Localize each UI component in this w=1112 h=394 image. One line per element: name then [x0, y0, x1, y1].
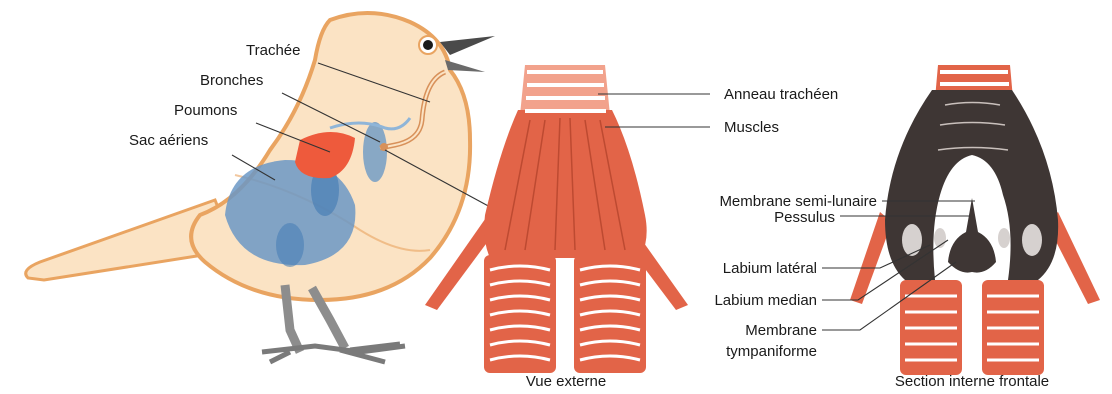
label-muscles: Muscles [724, 119, 779, 136]
label-poumons: Poumons [174, 102, 237, 119]
caption-section-interne: Section interne frontale [895, 373, 1049, 390]
label-labium-median: Labium median [714, 292, 817, 309]
bird-beak-upper [440, 36, 495, 55]
pessulus [948, 198, 996, 273]
bird-pupil [423, 40, 433, 50]
labium-median-right [998, 228, 1010, 248]
label-membrane-line1: Membrane [745, 322, 817, 339]
bird-foot [262, 344, 405, 362]
label-trachee: Trachée [246, 42, 300, 59]
bird-illustration [26, 13, 495, 362]
syrinx-internal-view [850, 65, 1100, 375]
label-labium-lateral: Labium latéral [723, 260, 817, 277]
air-sac-low [276, 223, 304, 267]
label-bronches: Bronches [200, 72, 263, 89]
label-membrane-semi-lunaire: Membrane semi-lunaire [719, 193, 877, 210]
label-sac-aeriens: Sac aériens [129, 132, 208, 149]
syrinx-dot [380, 143, 388, 151]
caption-vue-externe: Vue externe [526, 373, 606, 390]
labium-lateral-right [1022, 224, 1042, 256]
label-anneau-tracheen: Anneau trachéen [724, 86, 838, 103]
air-sac-upper [363, 122, 387, 182]
labium-lateral-left [902, 224, 922, 256]
label-pessulus: Pessulus [774, 209, 835, 226]
label-membrane-line2: tympaniforme [726, 343, 817, 360]
